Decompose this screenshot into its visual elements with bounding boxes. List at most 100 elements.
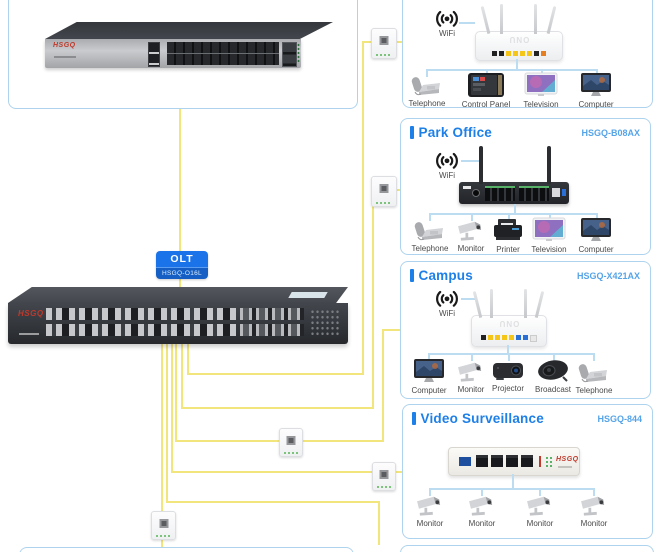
lan-line [516, 59, 518, 69]
pon-ports [46, 308, 236, 340]
device-computer: Computer [564, 217, 628, 254]
device-printer: Printer [476, 217, 540, 254]
device-television: Television [517, 217, 581, 254]
projector-icon [493, 363, 523, 380]
partial-panel-bottom-left [19, 547, 354, 552]
panel-title-text: Campus [418, 268, 473, 283]
onu-ports [481, 335, 537, 342]
wifi-icon [436, 152, 458, 169]
lan-line [514, 204, 516, 213]
title-bar-icon [412, 412, 416, 425]
device-telephone: Telephone [398, 218, 462, 253]
device-monitor-camera: Monitor [439, 359, 503, 394]
title-bar-icon [410, 269, 414, 282]
lan-line [508, 353, 510, 361]
lan-port [491, 455, 503, 467]
device-label: Television [531, 245, 567, 254]
computer-icon [414, 359, 444, 382]
device-computer: Computer [564, 72, 628, 109]
optical-wall-box [151, 511, 176, 540]
device-monitor-camera: Monitor [450, 493, 514, 528]
led-grid [545, 456, 553, 467]
device-label: Monitor [457, 244, 485, 253]
lan-line [426, 69, 428, 77]
fiber-line [171, 343, 173, 473]
model-text [54, 56, 76, 58]
television-icon [524, 72, 558, 96]
olt-device: HSGQ [8, 287, 348, 344]
lan-line [593, 353, 595, 361]
panel-title-text: Park Office [418, 125, 492, 140]
lan-line [512, 474, 514, 488]
device-telephone: Telephone [562, 360, 626, 395]
core-switch-top [45, 22, 333, 39]
device-monitor-camera: Monitor [508, 493, 572, 528]
fiber-line [396, 189, 400, 191]
fiber-line [362, 41, 372, 43]
gateway-device [459, 146, 569, 204]
lan-line [508, 213, 510, 221]
panel-title-text: Video Surveillance [420, 411, 544, 426]
printer-icon [494, 219, 522, 240]
device-computer: Computer [397, 358, 461, 395]
device-label: Computer [578, 100, 614, 109]
control-panel-icon [468, 73, 504, 97]
lan-line [596, 213, 598, 221]
device-projector: Projector [476, 360, 540, 393]
antenna [500, 4, 503, 34]
cctv-camera-icon [581, 496, 605, 516]
telephone-icon [411, 77, 440, 96]
uplink-ports [148, 42, 160, 67]
panel-model: HSGQ-B08AX [581, 128, 640, 138]
lan-line [471, 353, 473, 361]
device-label: Telephone [408, 99, 446, 108]
panel-model: HSGQ-844 [597, 414, 642, 424]
antenna [534, 4, 537, 34]
panel-title: Campus [410, 268, 473, 283]
antenna [534, 291, 545, 318]
cctv-camera-icon [469, 496, 493, 516]
cctv-camera-icon [527, 496, 551, 516]
fiber-line [166, 343, 168, 503]
olt-badge: OLT HSGQ-O16L [156, 251, 208, 279]
fiber-line [382, 329, 400, 331]
lan-line [428, 353, 430, 361]
device-label: Monitor [457, 385, 485, 394]
broadcast-speaker-icon [538, 360, 568, 382]
lan-line [539, 488, 541, 496]
onu-mark: ONU [508, 35, 530, 44]
fiber-line [181, 407, 374, 409]
computer-icon [581, 73, 611, 96]
antenna [490, 289, 493, 318]
panel-model: HSGQ-X421AX [576, 271, 640, 281]
lan-port [506, 455, 518, 467]
device-label: Telephone [575, 386, 613, 395]
wifi-node: WiFi [415, 287, 479, 318]
sfp-ports [167, 42, 279, 65]
fiber-line [382, 329, 384, 442]
panel-park-office: Park Office HSGQ-B08AX WiFi [400, 118, 651, 255]
device-label: Monitor [526, 519, 554, 528]
core-switch-front: HSGQ [45, 39, 301, 68]
onu-mark: ONU [498, 319, 520, 328]
label-strip [463, 186, 471, 189]
wifi-icon [436, 10, 458, 27]
device-label: Television [523, 100, 559, 109]
device-control-panel: Control Panel [454, 72, 518, 109]
olt-badge-model: HSGQ-O16L [156, 267, 208, 279]
antenna [480, 6, 491, 34]
sfp-port [562, 189, 566, 196]
cctv-camera-icon [417, 496, 441, 516]
antenna [479, 146, 483, 184]
model-text [19, 333, 39, 335]
wifi-label: WiFi [439, 171, 455, 180]
olt-badge-label: OLT [156, 251, 208, 267]
partial-panel-bottom-right [400, 545, 654, 552]
optical-wall-box [371, 28, 397, 59]
lan-ports [485, 186, 515, 201]
antenna [546, 6, 557, 34]
lan-line [429, 213, 431, 221]
device-television: Television [509, 72, 573, 109]
antenna [524, 289, 527, 318]
